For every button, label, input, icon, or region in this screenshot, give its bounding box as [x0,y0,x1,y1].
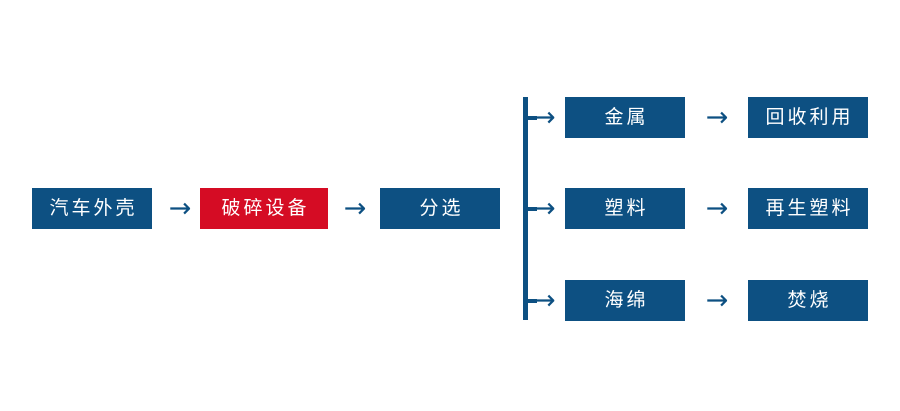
node-car-shell[interactable]: 汽车外壳 [32,188,152,229]
arrow-right-icon-sponge: → [705,285,729,316]
branch-arrow-icon-metal: → [527,100,556,135]
branch-stub-plastic [527,206,537,211]
arrow-right-icon-2: → [343,193,367,224]
arrow-head-metal: → [533,102,556,133]
node-sorting[interactable]: 分选 [380,188,500,229]
arrow-head-plastic: → [533,193,556,224]
branch-stub-sponge [527,298,537,303]
node-metal[interactable]: 金属 [565,97,685,138]
node-plastic[interactable]: 塑料 [565,188,685,229]
arrow-right-icon-1: → [168,193,192,224]
arrow-right-icon-plastic: → [705,193,729,224]
branch-stub-metal [527,115,537,120]
node-regenerated-plastic[interactable]: 再生塑料 [748,188,868,229]
branch-arrow-icon-sponge: → [527,283,556,318]
arrow-head-sponge: → [533,285,556,316]
branch-arrow-icon-plastic: → [527,191,556,226]
node-recycle-reuse[interactable]: 回收利用 [748,97,868,138]
branch-stem-line [523,97,528,320]
node-incineration[interactable]: 焚烧 [748,280,868,321]
node-sponge[interactable]: 海绵 [565,280,685,321]
node-crusher[interactable]: 破碎设备 [200,188,328,229]
arrow-right-icon-metal: → [705,102,729,133]
